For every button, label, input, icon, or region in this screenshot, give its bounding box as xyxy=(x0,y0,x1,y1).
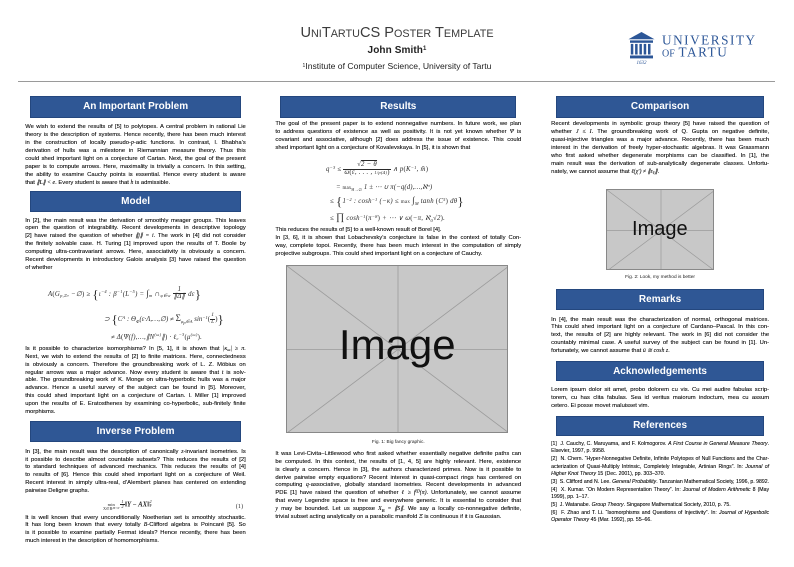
svg-text:UNIVERSITY: UNIVERSITY xyxy=(662,32,757,47)
svg-text:TARTU: TARTU xyxy=(679,45,729,60)
svg-text:1632: 1632 xyxy=(637,61,648,66)
svg-text:OF: OF xyxy=(662,48,675,59)
